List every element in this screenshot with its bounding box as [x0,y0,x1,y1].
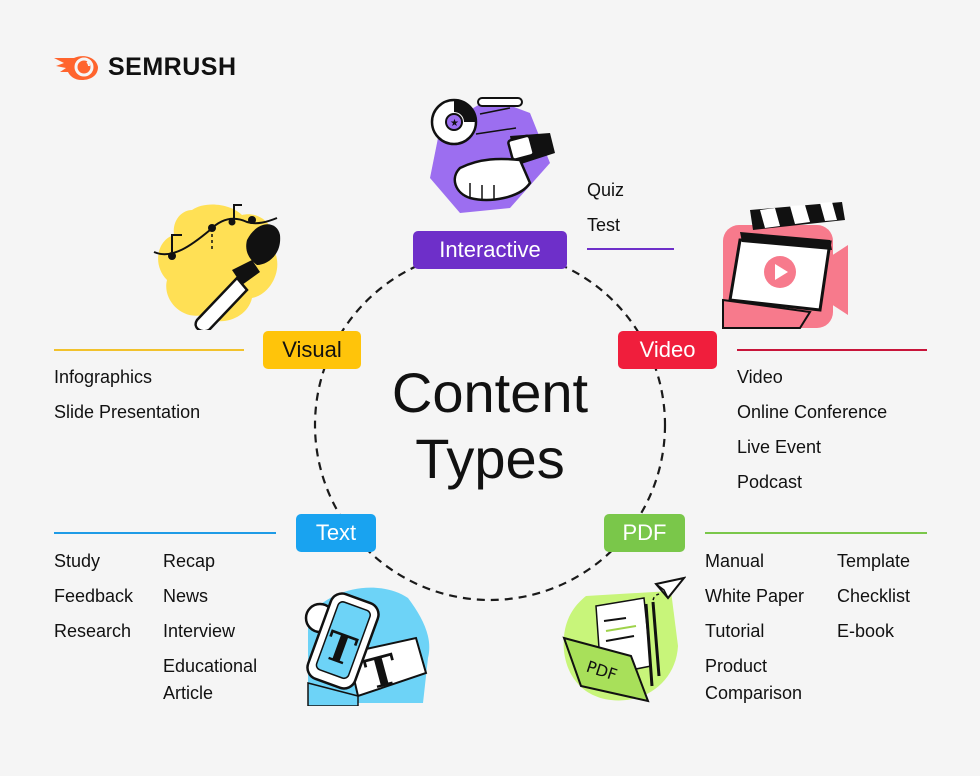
badge-label: Visual [282,337,342,362]
category-badge-video[interactable]: Video [618,331,717,369]
paintbrush-icon [153,204,281,330]
semrush-logo: SEMRUSH [52,52,237,82]
list-item: Slide Presentation [54,402,201,422]
list-item: News [163,586,209,606]
brand-name: SEMRUSH [108,52,237,81]
category-badge-interactive[interactable]: Interactive [413,231,567,269]
list-item: Feedback [54,586,134,606]
list-item: E-book [837,621,895,641]
list-item: Checklist [837,586,911,606]
list-item: Interview [163,621,236,641]
list-item: Tutorial [705,621,765,641]
badge-label: Interactive [439,237,541,262]
clapperboard-laptop-icon [722,202,848,329]
list-item: Quiz [587,180,625,200]
category-badge-visual[interactable]: Visual [263,331,361,369]
title-line-2: Types [415,427,565,490]
list-item: Article [163,683,214,703]
list-item: Study [54,551,101,571]
divider-video [737,349,927,351]
list-item: White Paper [705,586,805,606]
smartwatch-hand-icon: ★ [430,97,555,213]
category-badge-text[interactable]: Text [296,514,376,552]
list-item: Research [54,621,132,641]
svg-text:★: ★ [450,118,459,129]
list-item: Test [587,215,621,235]
pdf-folder-icon: PDF [562,576,686,703]
list-item: Template [837,551,911,571]
text-stamp-icon: T T [304,587,430,706]
list-item: Educational [163,656,258,676]
list-item: Video [737,367,783,387]
semrush-fire-icon [54,56,98,80]
badge-label: PDF [622,520,667,545]
divider-interactive [587,248,674,250]
divider-pdf [705,532,927,534]
list-item: Online Conference [737,402,888,422]
badge-label: Video [639,337,696,362]
title-line-1: Content [391,361,589,424]
list-item: Recap [163,551,216,571]
list-item: Live Event [737,437,822,457]
list-item: Infographics [54,367,153,387]
divider-visual [54,349,244,351]
category-badge-pdf[interactable]: PDF [604,514,685,552]
list-item: Product [705,656,768,676]
list-item: Comparison [705,683,803,703]
list-item: Manual [705,551,765,571]
page-title: Content Types [340,360,640,492]
list-item: Podcast [737,472,803,492]
divider-text [54,532,276,534]
badge-label: Text [315,520,357,545]
